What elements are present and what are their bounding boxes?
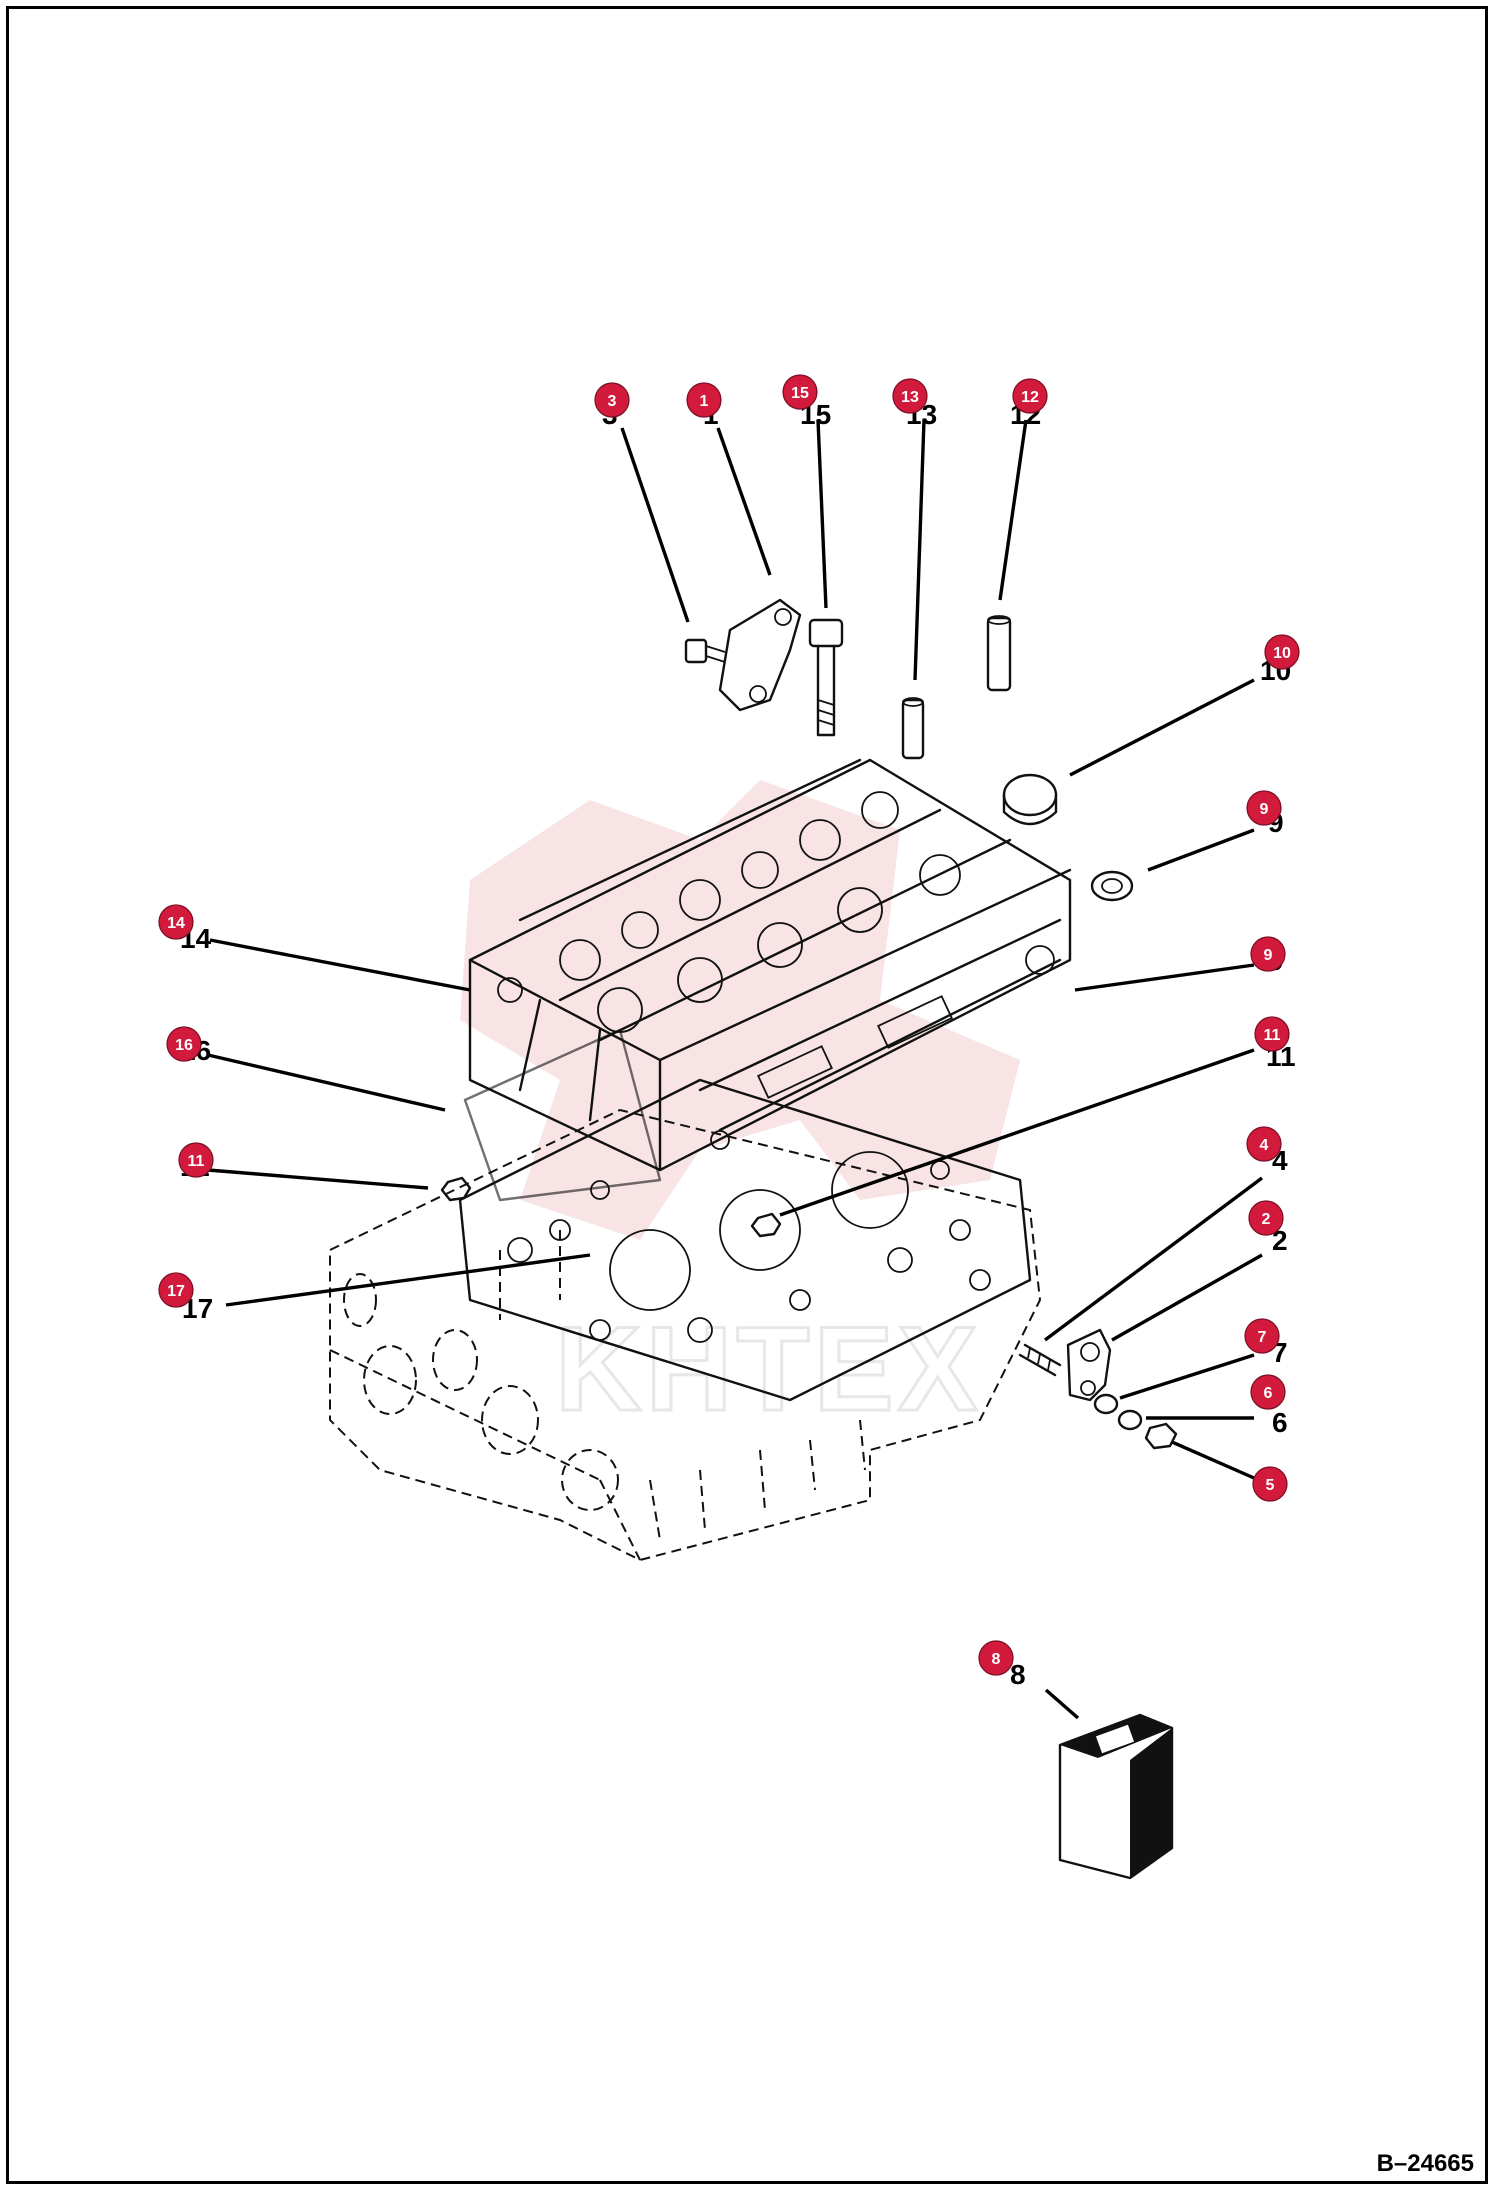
callout-13[interactable]: 13 — [892, 378, 928, 414]
head-plate — [463, 1028, 662, 1202]
callout-9-upper[interactable]: 9 — [1246, 790, 1282, 826]
svg-text:9: 9 — [1264, 947, 1273, 964]
figure-reference-code: B–24665 — [1376, 2150, 1474, 2177]
svg-text:17: 17 — [167, 1283, 185, 1300]
nut-11-left — [440, 1176, 472, 1202]
svg-text:11: 11 — [188, 1153, 205, 1170]
callout-15[interactable]: 15 — [782, 374, 818, 410]
valve-guide-12 — [986, 615, 1012, 692]
callout-16[interactable]: 16 — [166, 1026, 202, 1062]
callout-11-left[interactable]: 11 — [178, 1142, 214, 1178]
leader-lines — [207, 419, 1264, 1720]
callout-17[interactable]: 17 — [158, 1272, 194, 1308]
head-gasket — [458, 1078, 1032, 1402]
svg-text:4: 4 — [1260, 1137, 1269, 1154]
cylinder-head — [468, 758, 1072, 1172]
callouts: 3 1 15 13 12 10 9 14 9 16 11 11 4 2 17 7… — [158, 374, 1300, 1676]
svg-text:6: 6 — [1264, 1385, 1273, 1402]
printed-number: 6 — [1272, 1407, 1288, 1438]
washer-7 — [1093, 1393, 1119, 1415]
svg-text:11: 11 — [1264, 1027, 1281, 1044]
svg-text:9: 9 — [1260, 801, 1269, 818]
stud-4 — [1018, 1343, 1062, 1377]
bolt-upper — [684, 638, 726, 664]
watermark-text: KHTEX — [555, 1302, 982, 1436]
svg-text:10: 10 — [1273, 645, 1291, 662]
cap-plug-10 — [1002, 773, 1058, 826]
callout-10[interactable]: 10 — [1264, 634, 1300, 670]
valve-guide-13 — [901, 697, 925, 760]
svg-text:1: 1 — [700, 393, 709, 410]
callout-1[interactable]: 1 — [686, 382, 722, 418]
svg-text:2: 2 — [1262, 1211, 1271, 1228]
callout-5[interactable]: 5 — [1252, 1466, 1288, 1502]
callout-8[interactable]: 8 — [978, 1640, 1014, 1676]
callout-14[interactable]: 14 — [158, 904, 194, 940]
printed-number: 8 — [1010, 1659, 1026, 1690]
callout-11-right[interactable]: 11 — [1254, 1016, 1290, 1052]
svg-text:5: 5 — [1266, 1477, 1275, 1494]
watermark: KHTEX — [460, 780, 1020, 1438]
callout-7[interactable]: 7 — [1244, 1318, 1280, 1354]
callout-12[interactable]: 12 — [1012, 378, 1048, 414]
seal-9-upper — [1090, 870, 1134, 902]
svg-text:3: 3 — [608, 393, 617, 410]
nut-5 — [1144, 1422, 1178, 1450]
bracket-lower — [1066, 1328, 1112, 1402]
svg-text:14: 14 — [167, 915, 185, 932]
svg-text:15: 15 — [791, 385, 809, 402]
svg-text:12: 12 — [1021, 389, 1039, 406]
callout-9-lower[interactable]: 9 — [1250, 936, 1286, 972]
callout-4[interactable]: 4 — [1246, 1126, 1282, 1162]
svg-text:8: 8 — [992, 1651, 1001, 1668]
callout-2[interactable]: 2 — [1248, 1200, 1284, 1236]
head-bolt — [808, 618, 844, 737]
figure-border — [6, 6, 1488, 2184]
callout-3[interactable]: 3 — [594, 382, 630, 418]
nut-11-center — [750, 1212, 782, 1238]
callout-6[interactable]: 6 — [1250, 1374, 1286, 1410]
printed-number: 2 — [1272, 1225, 1288, 1256]
svg-text:7: 7 — [1258, 1329, 1267, 1346]
svg-text:13: 13 — [901, 389, 919, 406]
bracket-upper — [718, 598, 802, 712]
washer-6 — [1117, 1409, 1143, 1431]
engine-block — [329, 1108, 1042, 1562]
sealant-tube-8 — [1058, 1713, 1174, 1880]
svg-text:16: 16 — [175, 1037, 193, 1054]
